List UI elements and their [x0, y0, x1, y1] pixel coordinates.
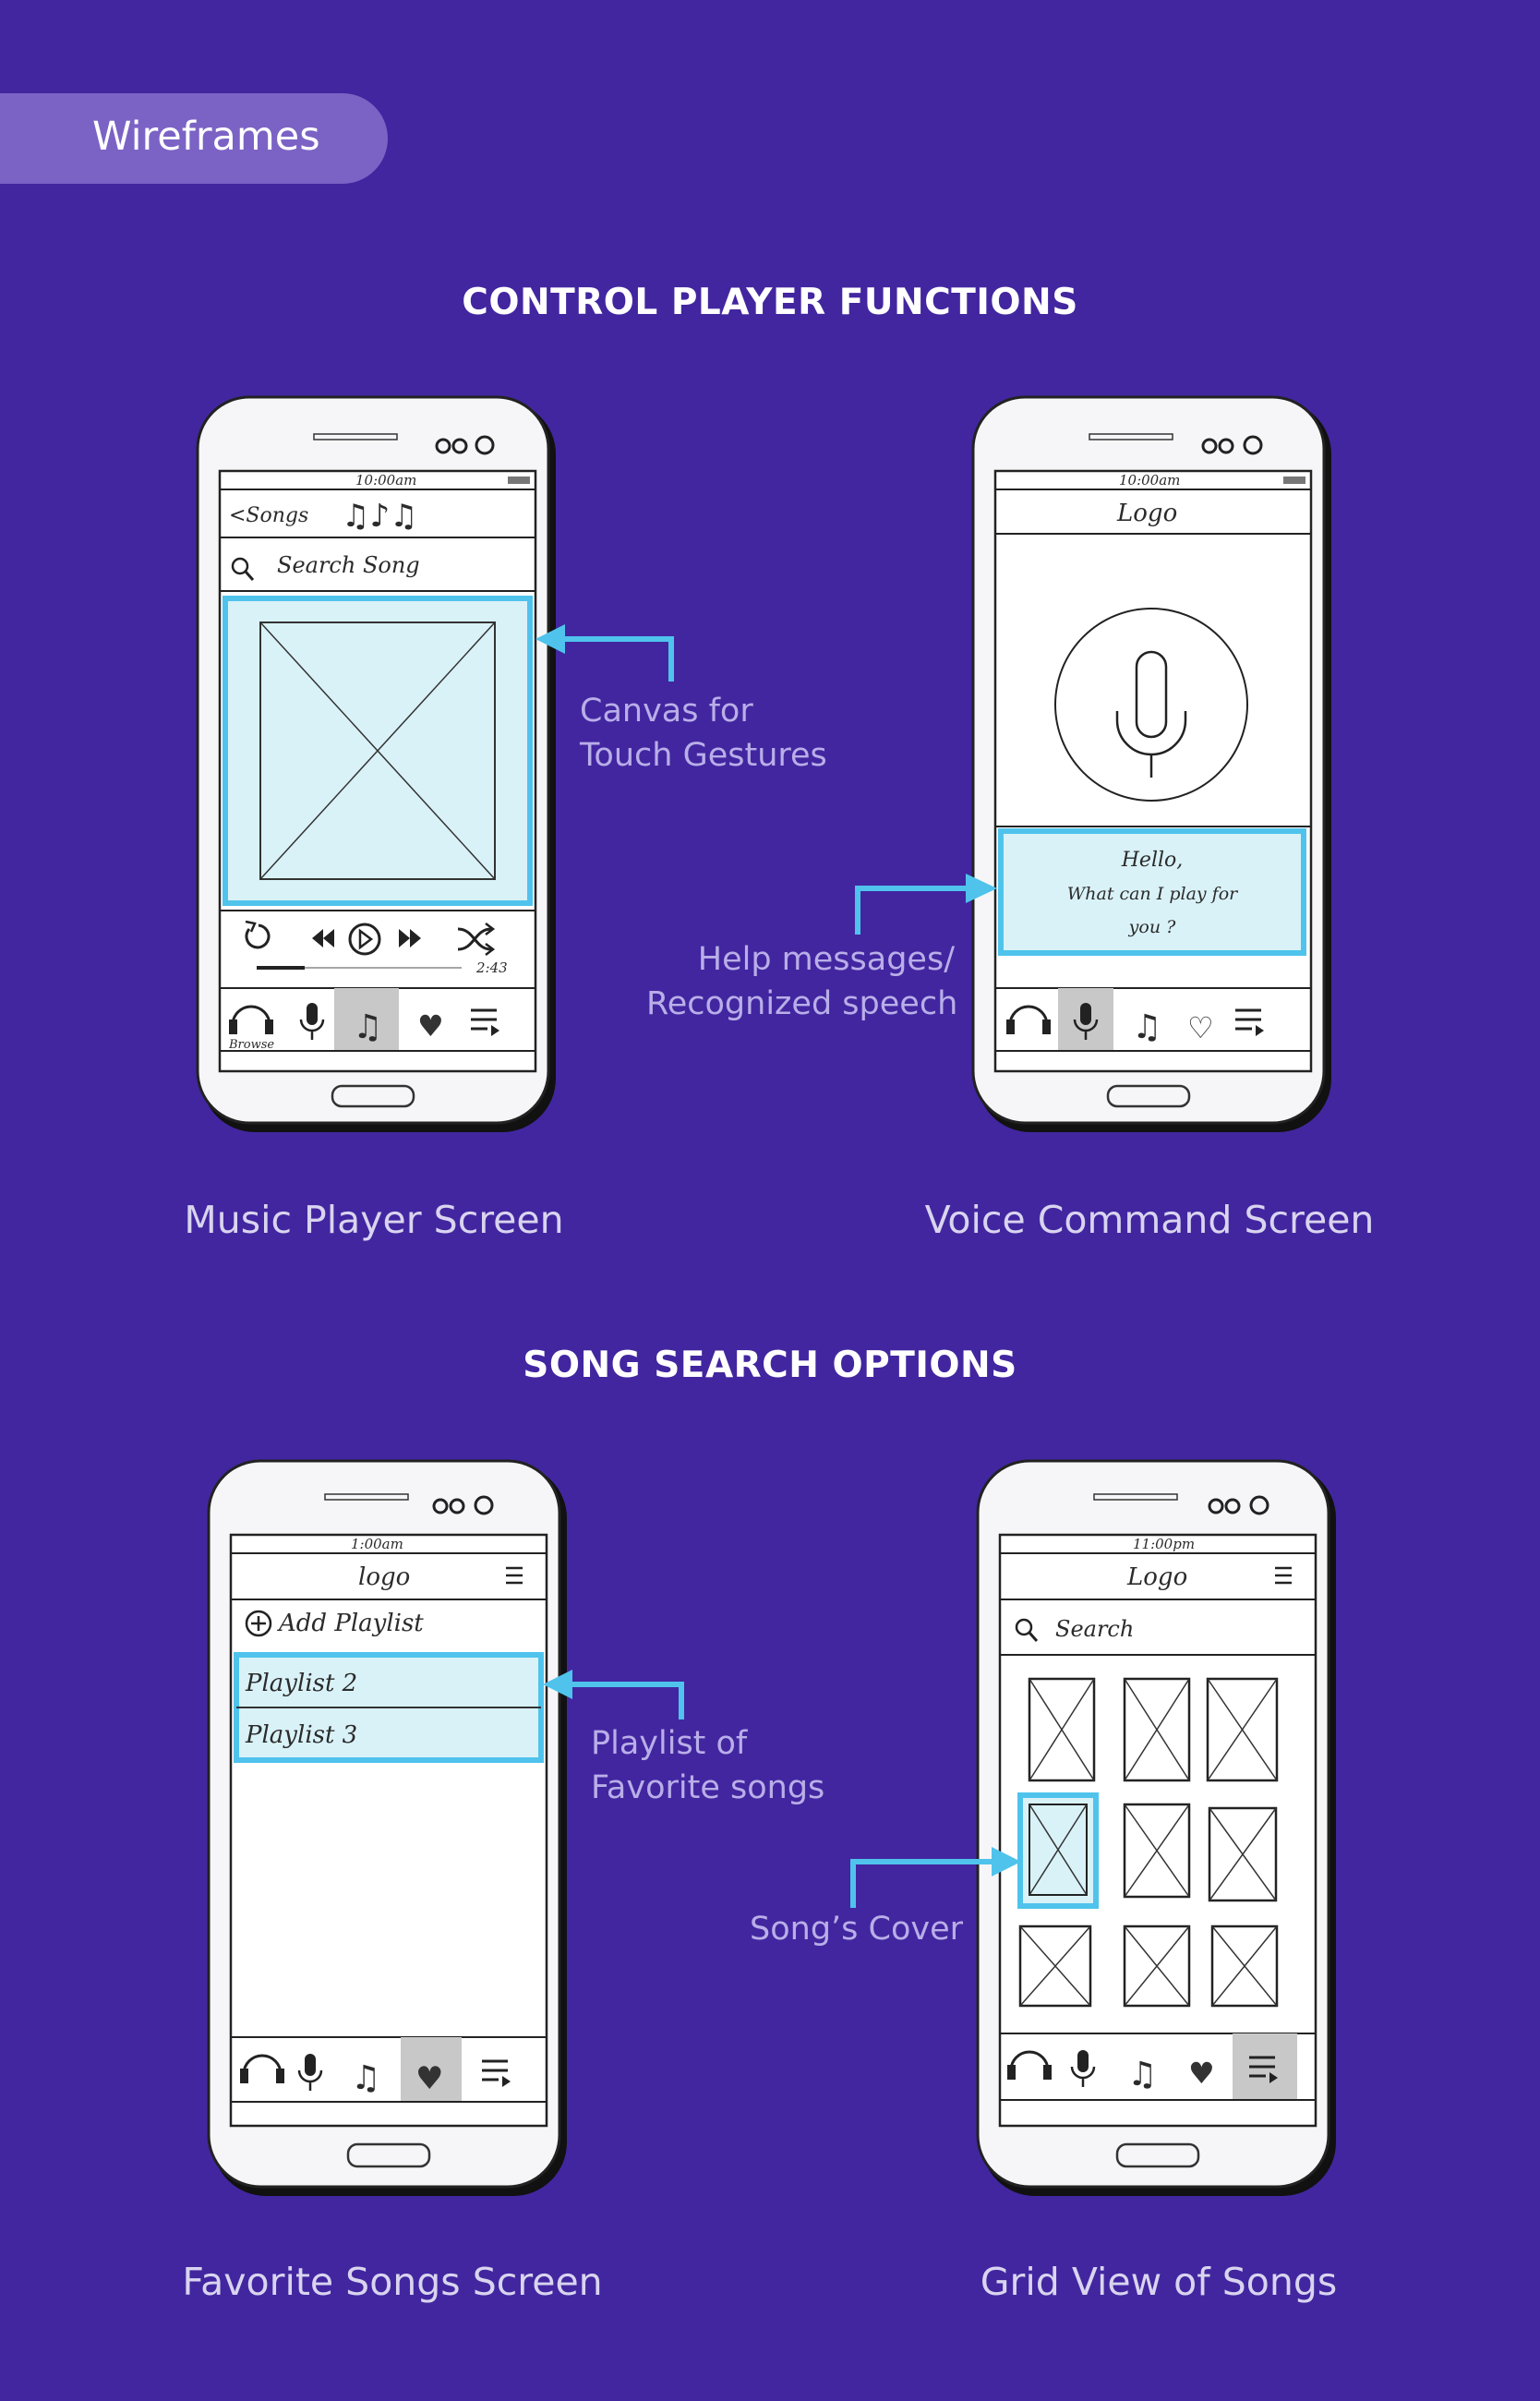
logo: logo [358, 1563, 410, 1591]
annotation-line: Favorite songs [591, 1769, 825, 1806]
annotation-line: Recognized speech [646, 985, 958, 1022]
playlist-item[interactable]: Playlist 3 [245, 1721, 357, 1749]
favorite-playlist-list: Playlist 2 Playlist 3 [234, 1652, 544, 1763]
playlist-item[interactable]: Playlist 2 [245, 1670, 357, 1697]
music-note-icon[interactable]: ♫ [351, 2059, 380, 2097]
caption-voice-command: Voice Command Screen [924, 1198, 1375, 1242]
playlist-annotation: Playlist of Favorite songs [591, 1721, 824, 1810]
menu-icon[interactable] [1275, 1566, 1292, 1585]
section-title-search: SONG SEARCH OPTIONS [523, 1345, 1017, 1386]
heart-icon[interactable]: ♡ [1187, 1010, 1214, 1045]
status-time: 10:00am [355, 472, 416, 489]
song-cover[interactable] [1028, 1677, 1096, 1782]
song-cover[interactable] [1206, 1677, 1279, 1782]
microphone-icon[interactable] [297, 2054, 323, 2091]
music-note-icon[interactable]: ♫ [353, 1008, 382, 1046]
playlist-arrow [543, 1670, 684, 1719]
headphones-icon[interactable] [1006, 1005, 1051, 1034]
caption-grid-view: Grid View of Songs [980, 2260, 1338, 2304]
headphones-icon[interactable] [240, 2054, 284, 2083]
annotation-line: Playlist of [591, 1725, 748, 1762]
search-icon [231, 557, 255, 581]
queue-icon[interactable] [471, 1008, 499, 1036]
shuffle-icon[interactable] [457, 923, 496, 956]
heart-icon[interactable]: ♥ [1188, 2056, 1215, 2091]
music-note-icon[interactable]: ♫ [1127, 2056, 1157, 2093]
song-cover[interactable] [1123, 1677, 1191, 1782]
logo: Logo [1126, 1563, 1187, 1591]
song-cover[interactable] [1208, 1806, 1278, 1902]
search-icon [1015, 1618, 1039, 1642]
add-playlist-button[interactable]: Add Playlist [277, 1610, 424, 1637]
back-songs-link[interactable]: <Songs [229, 504, 308, 527]
music-player-phone: 10:00am <Songs ♫♪♫ Search Song 2:43 [194, 395, 563, 1140]
help-message-box: Hello, What can I play for you ? [998, 828, 1306, 956]
music-notes-icon: ♫♪♫ [342, 498, 418, 535]
song-cover[interactable] [1123, 1924, 1191, 2008]
cover-annotation: Song’s Cover [750, 1907, 963, 1951]
play-icon[interactable] [348, 923, 381, 956]
music-note-icon[interactable]: ♫ [1132, 1008, 1161, 1046]
annotation-line: Touch Gestures [580, 737, 827, 774]
caption-favorite-songs: Favorite Songs Screen [182, 2260, 603, 2304]
voice-record-button[interactable] [1054, 608, 1248, 802]
status-time: 1:00am [351, 1536, 403, 1552]
caption-music-player: Music Player Screen [184, 1198, 564, 1242]
search-song-input[interactable]: Search Song [277, 552, 420, 578]
status-time: 11:00pm [1133, 1536, 1195, 1552]
annotation-line: Canvas for [580, 693, 753, 730]
favorite-songs-phone: 1:00am logo Add Playlist Playlist 2 Play… [205, 1459, 574, 2203]
logo: Logo [1116, 500, 1177, 527]
headphones-icon[interactable] [229, 1005, 273, 1034]
song-cover[interactable] [1210, 1924, 1279, 2008]
help-annotation: Help messages/ Recognized speech [646, 937, 958, 1026]
replay-icon[interactable] [245, 920, 271, 949]
cover-arrow [850, 1847, 1021, 1908]
fast-forward-icon[interactable] [399, 929, 421, 947]
heart-icon[interactable]: ♥ [417, 1008, 444, 1044]
status-time: 10:00am [1119, 472, 1180, 489]
voice-command-phone: 10:00am Logo Hello, What can I play for … [969, 395, 1339, 1140]
message-line-1: Hello, [1121, 849, 1184, 872]
help-arrow [855, 874, 997, 935]
badge-label: Wireframes [92, 114, 320, 160]
search-input[interactable]: Search [1055, 1616, 1134, 1642]
grid-view-phone: 11:00pm Logo Search ♫ ♥ [974, 1459, 1343, 2203]
annotation-line: Help messages/ [697, 941, 955, 978]
song-cover[interactable] [1123, 1803, 1191, 1899]
heart-icon[interactable]: ♥ [415, 2060, 443, 2097]
wireframes-badge: Wireframes [0, 93, 388, 184]
touch-gesture-canvas[interactable] [223, 596, 533, 906]
canvas-arrow [535, 624, 674, 682]
annotation-line: Song’s Cover [750, 1911, 964, 1948]
microphone-icon[interactable] [299, 1003, 325, 1040]
add-icon[interactable] [245, 1610, 272, 1637]
browse-label: Browse [228, 1038, 274, 1052]
message-line-3: you ? [1128, 917, 1176, 937]
queue-icon[interactable] [1249, 2056, 1278, 2083]
elapsed-time: 2:43 [475, 959, 508, 976]
rewind-icon[interactable] [312, 929, 334, 947]
headphones-icon[interactable] [1007, 2050, 1052, 2080]
song-cover-highlighted[interactable] [1017, 1792, 1099, 1909]
queue-icon[interactable] [482, 2059, 511, 2087]
message-line-2: What can I play for [1067, 884, 1239, 904]
queue-icon[interactable] [1235, 1008, 1264, 1036]
song-cover[interactable] [1018, 1924, 1092, 2008]
canvas-annotation: Canvas for Touch Gestures [580, 689, 827, 778]
microphone-icon[interactable] [1070, 2050, 1096, 2087]
menu-icon[interactable] [506, 1566, 523, 1585]
microphone-icon[interactable] [1073, 1003, 1099, 1040]
section-title-control: CONTROL PLAYER FUNCTIONS [462, 282, 1078, 323]
